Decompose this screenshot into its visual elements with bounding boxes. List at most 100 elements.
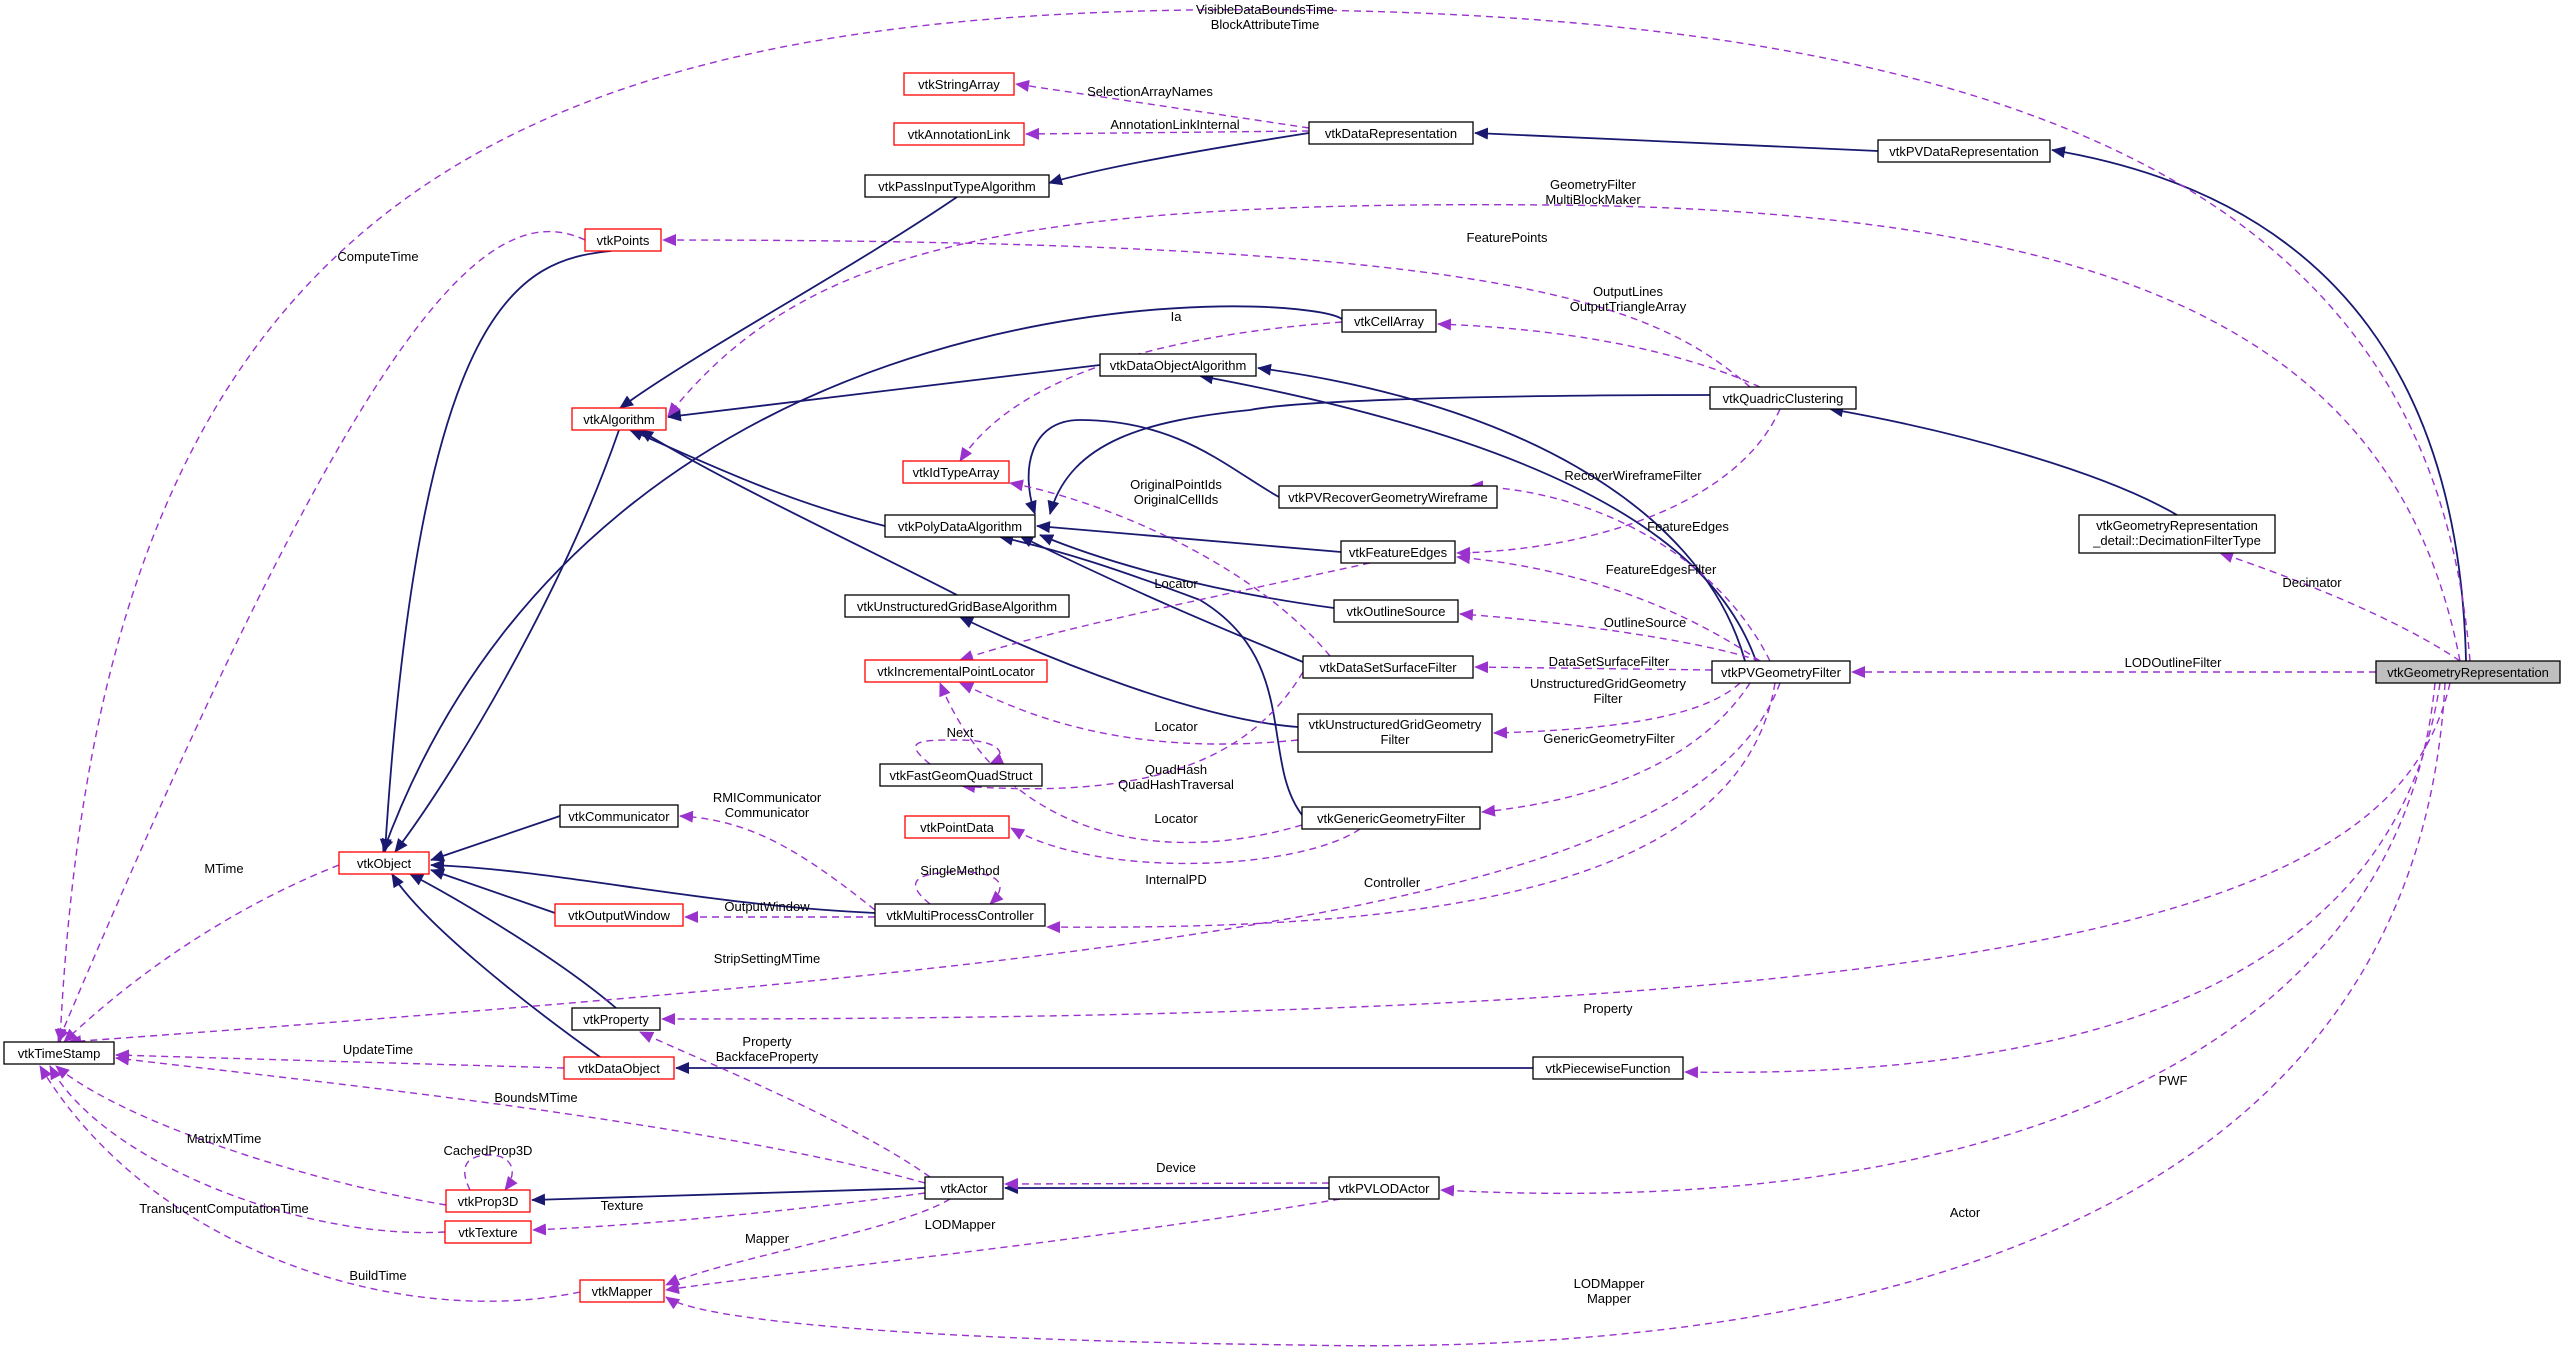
class-node-label-line: vtkQuadricClustering: [1723, 391, 1844, 406]
class-node-box: [1278, 485, 1498, 509]
edge-label-line: GenericGeometryFilter: [1543, 731, 1675, 746]
edge-label-property: Property: [1583, 1001, 1633, 1016]
class-node-vtkMultiProcessController[interactable]: vtkMultiProcessController: [874, 903, 1046, 927]
edges-layer: [39, 8, 2471, 1347]
class-node-vtkIncrementalPointLocator[interactable]: vtkIncrementalPointLocator: [864, 659, 1048, 683]
class-node-vtkAlgorithm[interactable]: vtkAlgorithm: [571, 407, 667, 431]
edge-label-strip-setting-mtime: StripSettingMTime: [714, 951, 820, 966]
class-node-vtkPVDataRepresentation[interactable]: vtkPVDataRepresentation: [1877, 139, 2051, 163]
class-node-label-line: vtkProperty: [583, 1012, 649, 1027]
edge-label-locator-bottom: Locator: [1154, 811, 1198, 826]
edge-label-line: QuadHash: [1145, 762, 1207, 777]
class-node-vtkDataObject[interactable]: vtkDataObject: [563, 1056, 675, 1080]
class-node-label: vtkPVLODActor: [1338, 1181, 1430, 1196]
class-node-vtkFeatureEdges[interactable]: vtkFeatureEdges: [1340, 540, 1456, 564]
edge-label-line: AnnotationLinkInternal: [1110, 117, 1239, 132]
inheritance-edge-1: [1474, 127, 1879, 152]
class-node-label: vtkFastGeomQuadStruct: [889, 768, 1032, 783]
usage-edge-52: [63, 864, 340, 1043]
class-node-vtkPolyDataAlgorithm[interactable]: vtkPolyDataAlgorithm: [884, 514, 1036, 538]
edge-label-locator-mid: Locator: [1154, 719, 1198, 734]
class-node-vtkGeometryRepresentation_detail[interactable]: vtkGeometryRepresentation_detail::Decima…: [2078, 514, 2276, 554]
class-node-label: vtkActor: [941, 1181, 989, 1196]
edge-label-line: TranslucentComputationTime: [139, 1201, 309, 1216]
class-node-vtkCommunicator[interactable]: vtkCommunicator: [559, 804, 679, 828]
edge-label-line: Ia: [1171, 309, 1183, 324]
class-node-vtkUnstructuredGridBaseAlgorithm[interactable]: vtkUnstructuredGridBaseAlgorithm: [844, 594, 1070, 618]
class-node-vtkProp3D[interactable]: vtkProp3D: [445, 1189, 531, 1213]
class-node-vtkOutlineSource[interactable]: vtkOutlineSource: [1333, 599, 1459, 623]
class-node-vtkTimeStamp[interactable]: vtkTimeStamp: [3, 1041, 115, 1065]
edge-label-line: OutputTriangleArray: [1570, 299, 1687, 314]
usage-edge-59: [639, 1031, 931, 1178]
class-node-vtkFastGeomQuadStruct[interactable]: vtkFastGeomQuadStruct: [879, 763, 1043, 787]
edge-label-output-window: OutputWindow: [724, 899, 810, 914]
class-node-box: [924, 1176, 1004, 1200]
class-node-vtkTexture[interactable]: vtkTexture: [444, 1220, 532, 1244]
class-node-label-line: vtkPointData: [920, 820, 994, 835]
class-node-box: [338, 851, 430, 875]
edge-label-feature-edges-filter: FeatureEdgesFilter: [1606, 562, 1717, 577]
class-node-label-line: vtkObject: [357, 856, 412, 871]
usage-edge-31: [667, 203, 2461, 662]
class-node-vtkPointData[interactable]: vtkPointData: [904, 815, 1010, 839]
class-node-box: [1333, 599, 1459, 623]
class-node-vtkPVGeometryFilter[interactable]: vtkPVGeometryFilter: [1711, 660, 1851, 684]
edge-label-line: CachedProp3D: [444, 1143, 533, 1158]
edge-label-line: Texture: [601, 1198, 644, 1213]
edge-label-next: Next: [947, 725, 974, 740]
edge-label-ia: Ia: [1171, 309, 1183, 324]
class-node-vtkPiecewiseFunction[interactable]: vtkPiecewiseFunction: [1532, 1056, 1684, 1080]
usage-edge-50: [679, 810, 876, 911]
class-node-label-line: vtkPVRecoverGeometryWireframe: [1288, 490, 1487, 505]
class-node-box: [571, 1007, 661, 1031]
class-node-vtkQuadricClustering[interactable]: vtkQuadricClustering: [1709, 386, 1857, 410]
usage-edge-38: [1456, 408, 1781, 559]
class-node-label: vtkIdTypeArray: [913, 465, 1000, 480]
edge-label-actor: Actor: [1950, 1205, 1981, 1220]
class-node-label-line: vtkGeometryRepresentation: [2387, 665, 2549, 680]
class-node-vtkDataObjectAlgorithm[interactable]: vtkDataObjectAlgorithm: [1099, 353, 1257, 377]
class-node-box: [864, 659, 1048, 683]
class-node-vtkAnnotationLink[interactable]: vtkAnnotationLink: [893, 122, 1025, 146]
edge-label-dataset-surface-filter: DataSetSurfaceFilter: [1549, 654, 1670, 669]
usage-edge-60: [115, 1049, 565, 1069]
class-node-label-line: vtkTimeStamp: [18, 1046, 101, 1061]
class-node-vtkIdTypeArray[interactable]: vtkIdTypeArray: [902, 460, 1010, 484]
class-node-vtkCellArray[interactable]: vtkCellArray: [1341, 309, 1437, 333]
edge-label-line: BlockAttributeTime: [1211, 17, 1320, 32]
usage-edge-37: [1009, 479, 1331, 657]
inheritance-edge-15: [999, 533, 1303, 816]
class-node-vtkProperty[interactable]: vtkProperty: [571, 1007, 661, 1031]
class-node-box: [563, 1056, 675, 1080]
edge-label-line: Device: [1156, 1160, 1196, 1175]
class-node-vtkPVRecoverGeometryWireframe[interactable]: vtkPVRecoverGeometryWireframe: [1278, 485, 1498, 509]
class-node-vtkObject[interactable]: vtkObject: [338, 851, 430, 875]
class-node-vtkDataSetSurfaceFilter[interactable]: vtkDataSetSurfaceFilter: [1302, 655, 1474, 679]
class-node-vtkPVLODActor[interactable]: vtkPVLODActor: [1328, 1176, 1440, 1200]
class-node-vtkDataRepresentation[interactable]: vtkDataRepresentation: [1308, 121, 1474, 145]
class-node-vtkPoints[interactable]: vtkPoints: [584, 228, 662, 252]
edge-label-line: PWF: [2159, 1073, 2188, 1088]
edge-label-line: MultiBlockMaker: [1545, 192, 1641, 207]
edge-label-line: UnstructuredGridGeometry: [1530, 676, 1687, 691]
class-node-box: [903, 72, 1015, 96]
class-node-vtkGenericGeometryFilter[interactable]: vtkGenericGeometryFilter: [1301, 806, 1481, 830]
usage-edge-39: [2219, 551, 2461, 662]
edge-label-internal-pd: InternalPD: [1145, 872, 1206, 887]
class-node-label-line: vtkActor: [941, 1181, 989, 1196]
class-node-vtkOutputWindow[interactable]: vtkOutputWindow: [554, 903, 684, 927]
edge-label-recover-wireframe-filter: RecoverWireframeFilter: [1564, 468, 1702, 483]
class-node-vtkPassInputTypeAlgorithm[interactable]: vtkPassInputTypeAlgorithm: [864, 174, 1050, 198]
class-node-vtkMapper[interactable]: vtkMapper: [579, 1279, 665, 1303]
inheritance-edge-22: [430, 868, 556, 914]
class-node-vtkActor[interactable]: vtkActor: [924, 1176, 1004, 1200]
class-node-vtkStringArray[interactable]: vtkStringArray: [903, 72, 1015, 96]
class-node-label-line: vtkPolyDataAlgorithm: [898, 519, 1022, 534]
inheritance-edge-0: [2051, 146, 2467, 662]
edge-label-line: OutlineSource: [1604, 615, 1686, 630]
class-node-label-line: vtkGeometryRepresentation: [2096, 518, 2258, 533]
